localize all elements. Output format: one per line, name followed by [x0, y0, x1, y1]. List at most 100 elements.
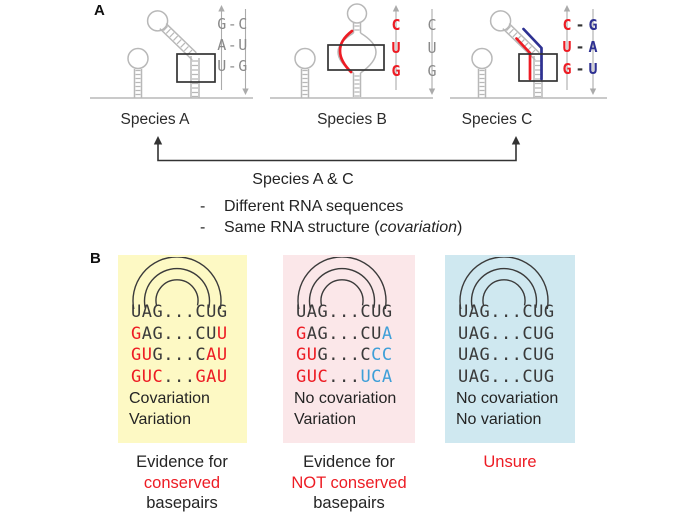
species-b-mutated-strand-highlight — [338, 29, 354, 74]
caption-line: conserved — [143, 473, 221, 492]
conclusion-line: Covariation — [129, 390, 210, 407]
sequence-row: UAG...CUG — [458, 345, 555, 365]
conclusion-text: Covariation Variation — [129, 388, 210, 430]
basepair-arcs — [132, 257, 222, 309]
bullet-same-structure: - Same RNA structure (covariation) — [200, 219, 462, 237]
caption-line: basepairs — [313, 494, 385, 512]
basepair-row: A-U — [217, 36, 249, 54]
bullet-text-italic: covariation — [379, 219, 457, 236]
seq-segment: G — [131, 324, 142, 344]
base: U — [427, 39, 436, 57]
seq-segment: U — [216, 324, 228, 344]
no-covariation-box: UAG...CUG GAG...CUA GUG...CCC GUC...UCA … — [283, 255, 415, 443]
seq-segment: GUC — [131, 367, 164, 387]
covarying-base: U — [588, 60, 597, 78]
sequence-row: UAG...CUG — [458, 324, 555, 344]
pair-dash: - — [575, 16, 584, 34]
panel-b-label: B — [90, 250, 101, 267]
seq-segment: ... — [328, 367, 361, 387]
mutated-base: C — [562, 16, 571, 34]
sequence-row: UAG...CUG — [131, 302, 228, 322]
species-c-label: Species C — [461, 111, 533, 128]
seq-segment: CC — [371, 345, 393, 365]
covariation-caption: Evidence for conserved basepairs — [107, 452, 257, 514]
caption-line: Evidence for — [136, 453, 228, 471]
seq-segment: GU — [131, 345, 153, 365]
base: C — [427, 16, 436, 34]
seq-segment: AU — [206, 345, 228, 365]
pair-dash: - — [575, 38, 584, 56]
seq-segment: UCA — [360, 367, 393, 387]
bullet-text: Different RNA sequences — [224, 198, 404, 215]
seq-segment: A — [381, 324, 393, 344]
species-c-stem-box — [518, 53, 558, 82]
covariation-box: UAG...CUG GAG...CUU GUG...CAU GUC...GAU … — [118, 255, 247, 443]
conclusion-line: No covariation — [294, 390, 397, 407]
species-a-small-hairpin — [127, 47, 149, 98]
basepair-arcs — [459, 257, 549, 309]
mutated-base: U — [562, 38, 571, 56]
conclusion-line: Variation — [294, 411, 356, 428]
caption-line: basepairs — [146, 494, 218, 512]
bullet-text-pre: Same RNA structure ( — [224, 219, 380, 236]
basepair-row: G-C — [217, 15, 249, 33]
seq-segment: UAG...CUG — [458, 345, 555, 365]
seq-segment: AG...CU — [141, 324, 217, 344]
not-conserved-caption: Evidence for NOT conserved basepairs — [274, 452, 424, 514]
mutated-base: C — [391, 16, 400, 34]
seq-segment: UAG...CUG — [296, 302, 393, 322]
mutated-base: G — [391, 62, 400, 80]
species-b-label: Species B — [317, 111, 387, 128]
seq-segment: AG...CU — [306, 324, 382, 344]
caption-line: Unsure — [483, 453, 537, 471]
conclusion-text: No covariation No variation — [456, 388, 558, 430]
species-a-strand-direction-lines — [218, 5, 249, 95]
mutated-base: U — [391, 39, 400, 57]
sequence-row: GAG...CUU — [131, 324, 228, 344]
panel-a-label: A — [94, 2, 105, 19]
species-b-strand-direction-lines — [392, 5, 436, 95]
species-b-bulged-hairpin — [337, 3, 377, 97]
sequence-row: UAG...CUG — [458, 302, 555, 322]
species-b-unpaired-columns: C U G C U G — [391, 16, 436, 80]
sequence-row: GUC...GAU — [131, 367, 228, 387]
species-c-left-strand-highlight — [515, 37, 532, 81]
seq-segment: G...C — [152, 345, 207, 365]
sequence-row: GUG...CCC — [296, 345, 393, 365]
no-variation-box: UAG...CUG UAG...CUG UAG...CUG UAG...CUG … — [445, 255, 575, 443]
species-a-tilted-hairpin — [146, 10, 200, 98]
seq-segment: ... — [163, 367, 196, 387]
basepair-arcs — [297, 257, 387, 309]
species-a-basepair-column: G-C A-U U-G — [217, 15, 249, 75]
seq-segment: GAU — [195, 367, 228, 387]
bullet-text: Same RNA structure (covariation) — [224, 219, 462, 237]
covarying-base: A — [588, 38, 597, 56]
caption-line: Evidence for — [303, 453, 395, 471]
species-c-basepair-column: C U G - - - G A U — [562, 16, 597, 78]
covarying-base: G — [588, 16, 597, 34]
seq-segment: UAG...CUG — [458, 367, 555, 387]
panel-a-figure: G-C A-U U-G C U G C U G C U G - - - G A … — [90, 3, 607, 162]
conclusion-line: No variation — [456, 411, 542, 428]
bullet-marker: - — [200, 198, 206, 215]
species-c-strand-direction-lines — [563, 5, 597, 95]
conclusion-line: No covariation — [456, 390, 559, 407]
sequence-row: GUG...CAU — [131, 345, 228, 365]
species-c-small-hairpin — [471, 47, 493, 98]
species-c-right-strand-highlight — [522, 27, 543, 81]
species-c-tilted-hairpin — [489, 10, 543, 98]
seq-segment: UAG...CUG — [458, 324, 555, 344]
caption-line: NOT conserved — [291, 473, 407, 492]
species-b-small-hairpin — [294, 47, 316, 98]
bullet-marker: - — [200, 219, 206, 236]
sequence-row: UAG...CUG — [296, 302, 393, 322]
sequence-row: GAG...CUA — [296, 324, 393, 344]
species-a-label: Species A — [120, 111, 190, 128]
comparison-title: Species A & C — [252, 171, 354, 188]
conclusion-line: Variation — [129, 411, 191, 428]
pair-dash: - — [575, 60, 584, 78]
seq-segment: G...C — [317, 345, 372, 365]
seq-segment: GUC — [296, 367, 329, 387]
seq-segment: G — [296, 324, 307, 344]
species-a-c-bracket-arrow — [153, 136, 521, 162]
